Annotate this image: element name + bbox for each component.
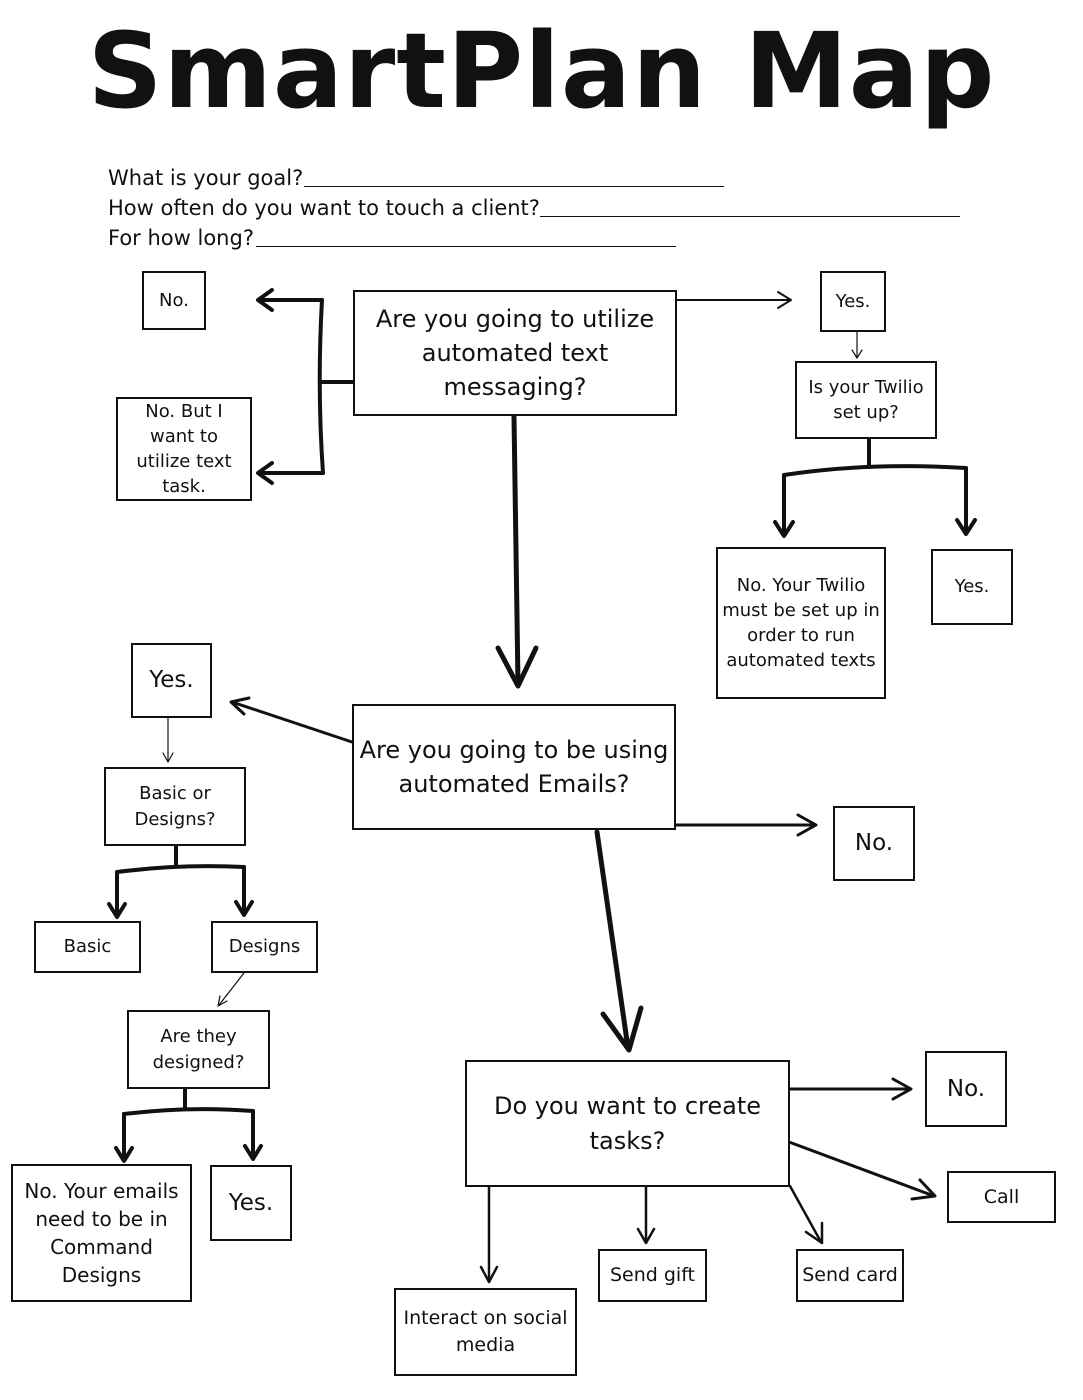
call-box: Call (947, 1171, 1056, 1223)
basic-box: Basic (34, 921, 141, 973)
social-media-box: Interact on social media (394, 1288, 577, 1376)
connector-twilio-branches (773, 436, 977, 538)
duration-answer-line[interactable] (256, 246, 676, 247)
connector-tasks-card (788, 1184, 824, 1245)
connector-yes-twilio (851, 330, 863, 359)
connector-email-yes (229, 696, 354, 744)
tasks-question: Do you want to create tasks? (465, 1060, 790, 1187)
connector-tasks-gift (636, 1185, 656, 1245)
duration-question: For how long? (108, 226, 254, 250)
designs-box: Designs (211, 921, 318, 973)
connector-email-no (673, 813, 818, 837)
connector-designed-branches (114, 1087, 263, 1163)
frequency-question: How often do you want to touch a client? (108, 196, 540, 220)
goal-answer-line[interactable] (304, 186, 724, 187)
connector-yes-basic (162, 716, 174, 763)
connector-basic-designs (107, 844, 254, 919)
connector-email-tasks (594, 829, 644, 1053)
connector-text-no (256, 288, 355, 485)
twilio-question: Is your Twilio set up? (795, 361, 937, 439)
connector-tasks-social (479, 1185, 499, 1284)
connector-text-email (495, 413, 539, 689)
page-title: SmartPlan Map (87, 10, 996, 132)
email-question: Are you going to be using automated Emai… (352, 704, 676, 830)
text-messaging-question: Are you going to utilize automated text … (353, 290, 677, 416)
send-card-box: Send card (796, 1249, 904, 1302)
designed-no-box: No. Your emails need to be in Command De… (11, 1164, 192, 1302)
goal-question: What is your goal? (108, 166, 304, 190)
connector-designs-designed (217, 972, 245, 1007)
designed-question: Are they designed? (127, 1010, 270, 1089)
twilio-yes-box: Yes. (931, 549, 1013, 625)
tasks-no-box: No. (925, 1051, 1007, 1127)
frequency-answer-line[interactable] (540, 216, 960, 217)
send-gift-box: Send gift (598, 1249, 707, 1302)
twilio-no-box: No. Your Twilio must be set up in order … (716, 547, 886, 699)
connector-tasks-no (787, 1077, 913, 1101)
text-no-box: No. (142, 271, 206, 330)
email-no-box: No. (833, 806, 915, 881)
text-task-box: No. But I want to utilize text task. (116, 397, 252, 501)
text-yes-box: Yes. (820, 271, 886, 332)
basic-or-designs-question: Basic or Designs? (104, 767, 246, 846)
connector-tasks-call (787, 1140, 937, 1201)
connector-text-yes (675, 291, 792, 309)
email-yes-box: Yes. (131, 643, 212, 718)
designed-yes-box: Yes. (210, 1165, 292, 1241)
